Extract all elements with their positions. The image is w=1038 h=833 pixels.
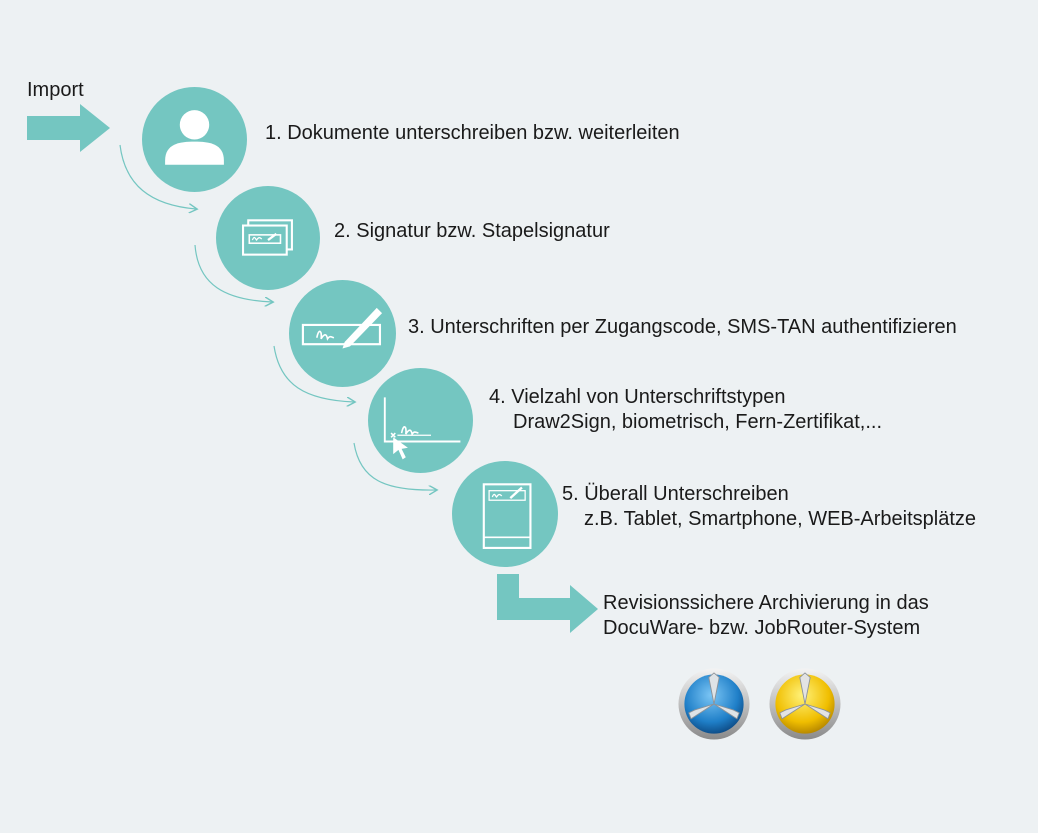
step-4-label: 4. Vielzahl von Unterschriftstypen Draw2… [489,385,882,435]
step-4-subtitle: Draw2Sign, biometrisch, Fern-Zertifikat,… [513,411,882,433]
step-3-label: 3. Unterschriften per Zugangscode, SMS-T… [408,316,957,338]
step-1-circle [142,87,247,192]
step-3-circle [289,280,396,387]
docuware-logo-icon [677,667,751,741]
step-1-label: 1. Dokumente unterschreiben bzw. weiterl… [265,122,680,144]
step-2-circle [216,186,320,290]
connector-3-4 [273,345,354,402]
step-4-circle [368,368,473,473]
tablet-signature-icon [482,483,532,549]
connector-4-5 [353,442,436,490]
archive-arrow-icon [497,574,598,633]
signature-pen-icon [301,307,383,349]
archive-title: Revisionssichere Archivierung in das [603,592,929,614]
step-2-label: 2. Signatur bzw. Stapelsignatur [334,220,610,242]
user-icon [165,110,224,165]
step-5-label: 5. Überall Unterschreiben z.B. Tablet, S… [562,482,976,532]
import-arrow-icon [27,104,110,152]
import-label: Import [27,79,84,101]
connector-2-3 [194,244,272,302]
connector-1-2 [119,144,196,209]
draw-sign-cursor-icon [383,397,461,460]
step-4-title: 4. Vielzahl von Unterschriftstypen [489,386,786,408]
archive-label: Revisionssichere Archivierung in das Doc… [603,591,929,641]
archive-subtitle: DocuWare- bzw. JobRouter-System [603,617,921,639]
step-5-subtitle: z.B. Tablet, Smartphone, WEB-Arbeitsplät… [584,508,977,530]
step-5-circle [452,461,558,567]
step-5-title: 5. Überall Unterschreiben [562,483,789,505]
jobrouter-logo-icon [768,667,842,741]
stacked-signature-icon [242,219,293,256]
